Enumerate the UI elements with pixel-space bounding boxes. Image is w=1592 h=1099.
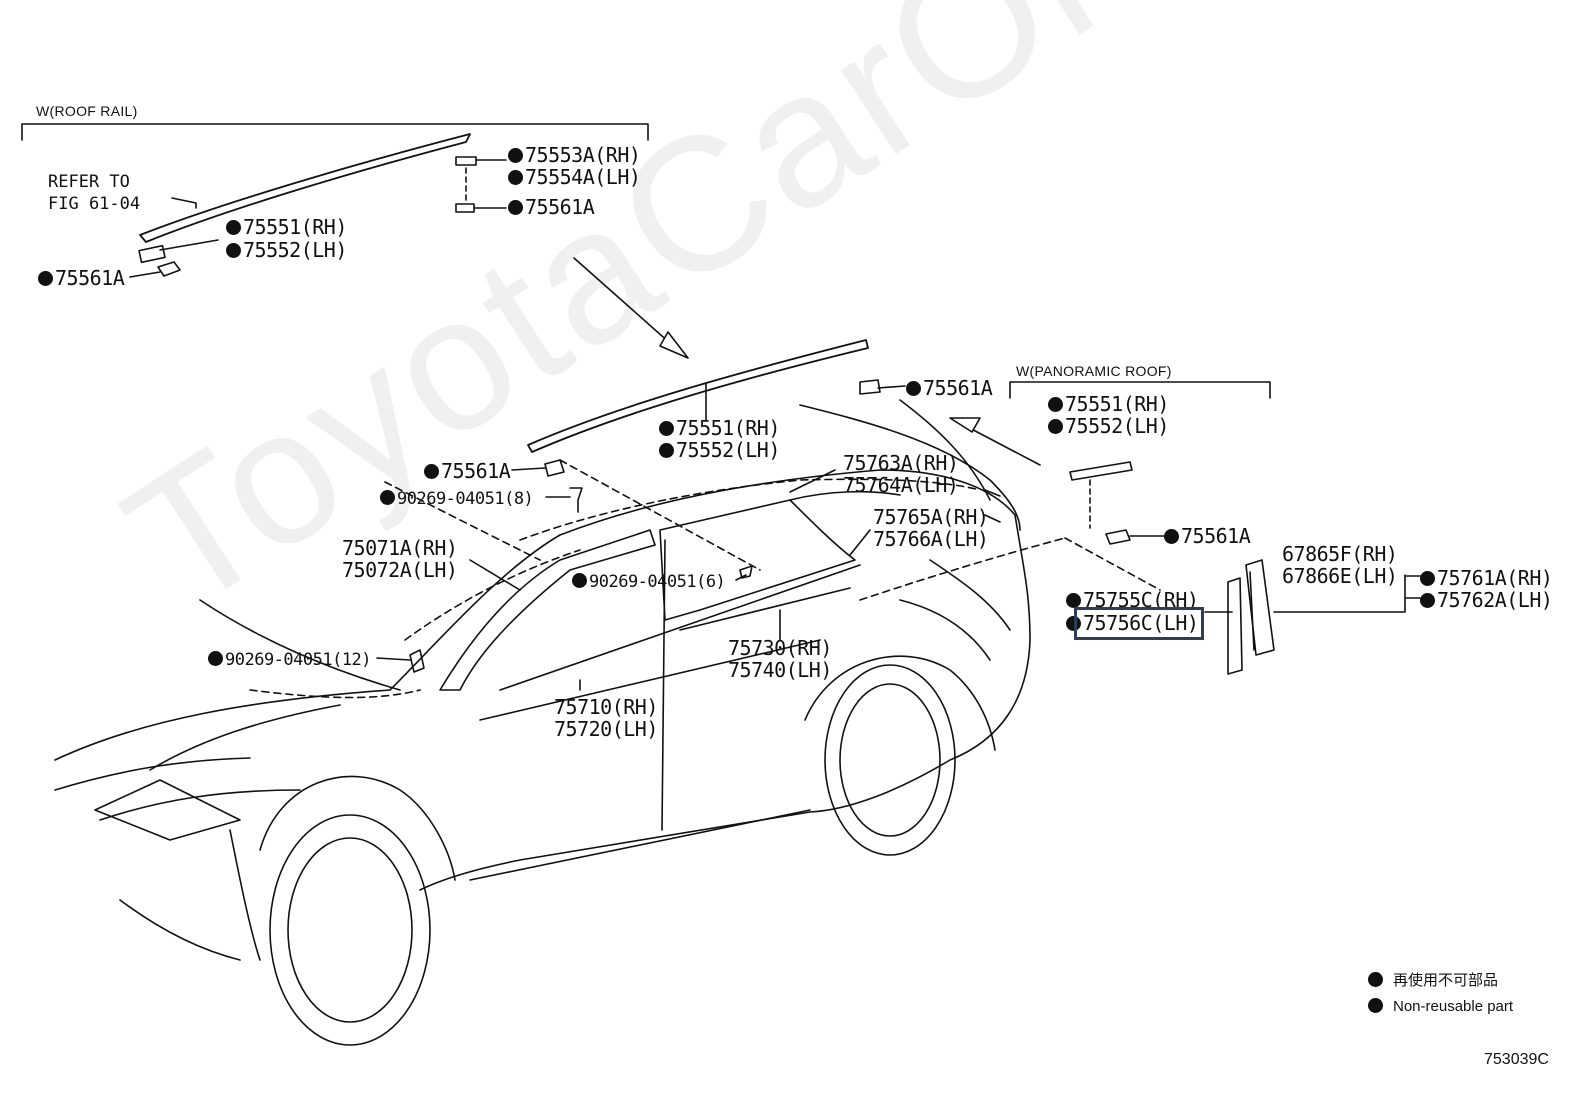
non-reusable-dot-icon	[572, 573, 587, 588]
part-label[interactable]: 75561A	[424, 461, 511, 481]
reference-line-1: REFER TO	[48, 172, 130, 192]
non-reusable-dot-icon	[1420, 593, 1435, 608]
non-reusable-dot-icon	[659, 443, 674, 458]
part-label[interactable]: 75766A(LH)	[873, 527, 989, 551]
non-reusable-dot-icon	[508, 200, 523, 215]
part-label[interactable]: 75561A	[508, 197, 595, 217]
reference-line-2: FIG 61-04	[48, 194, 141, 214]
reference-note: REFER TO FIG 61-04	[48, 171, 140, 215]
front-window	[439, 529, 656, 691]
non-reusable-dot-icon	[1368, 998, 1383, 1013]
part-label[interactable]: 75763A(RH)	[843, 451, 959, 475]
section-panoramic-roof: W(PANORAMIC ROOF)	[1016, 363, 1172, 379]
part-label[interactable]: 75762A(LH)	[1420, 590, 1553, 610]
part-label[interactable]: 75730(RH)	[728, 636, 832, 660]
part-label[interactable]: 75554A(LH)	[508, 167, 641, 187]
roof-rail-bracket	[21, 123, 649, 141]
part-label[interactable]: 75551(RH)	[1048, 394, 1169, 414]
non-reusable-dot-icon	[508, 148, 523, 163]
part-label[interactable]: 75561A	[38, 268, 125, 288]
non-reusable-dot-icon	[1164, 529, 1179, 544]
part-label[interactable]: 75551(RH)	[659, 418, 780, 438]
non-reusable-dot-icon	[424, 464, 439, 479]
non-reusable-dot-icon	[1420, 571, 1435, 586]
part-label[interactable]: 75765A(RH)	[873, 505, 989, 529]
part-label[interactable]: 75072A(LH)	[342, 558, 458, 582]
rear-wheel	[824, 664, 956, 856]
part-label[interactable]: 75561A	[1164, 526, 1251, 546]
pointer-arrow-1	[573, 257, 681, 353]
rear-window	[659, 499, 856, 621]
part-label[interactable]: 75561A	[906, 378, 993, 398]
car-roof-rail	[527, 339, 869, 453]
part-label[interactable]: 90269-04051(8)	[380, 490, 534, 508]
non-reusable-dot-icon	[226, 243, 241, 258]
non-reusable-dot-icon	[226, 220, 241, 235]
non-reusable-dot-icon	[1048, 419, 1063, 434]
front-wheel	[269, 814, 431, 1046]
part-label[interactable]: 67866E(LH)	[1282, 564, 1398, 588]
part-label[interactable]: 90269-04051(6)	[572, 573, 726, 591]
legend-en: Non-reusable part	[1368, 998, 1513, 1014]
part-label[interactable]: 75551(RH)	[226, 217, 347, 237]
car-body	[54, 469, 1031, 891]
panoramic-roof-bracket	[1009, 381, 1271, 399]
non-reusable-dot-icon	[1368, 972, 1383, 987]
non-reusable-dot-icon	[1066, 616, 1081, 631]
part-label[interactable]: 75720(LH)	[554, 717, 658, 741]
part-label[interactable]: 75552(LH)	[1048, 416, 1169, 436]
figure-code: 753039C	[1484, 1051, 1549, 1068]
non-reusable-dot-icon	[208, 651, 223, 666]
part-label[interactable]: 75755C(RH)	[1066, 590, 1199, 610]
pillar-garnish-left	[1227, 577, 1243, 675]
part-label-selected[interactable]: 75756C(LH)	[1066, 613, 1199, 633]
non-reusable-dot-icon	[659, 421, 674, 436]
top-roof-rail	[139, 133, 471, 243]
part-label[interactable]: 75071A(RH)	[342, 536, 458, 560]
part-label[interactable]: 75552(LH)	[659, 440, 780, 460]
part-label[interactable]: 75552(LH)	[226, 240, 347, 260]
non-reusable-dot-icon	[1048, 397, 1063, 412]
part-label[interactable]: 90269-04051(12)	[208, 651, 372, 669]
part-label[interactable]: 75761A(RH)	[1420, 568, 1553, 588]
non-reusable-dot-icon	[380, 490, 395, 505]
part-label[interactable]: 75740(LH)	[728, 658, 832, 682]
non-reusable-dot-icon	[508, 170, 523, 185]
selected-part-highlight	[1074, 607, 1204, 640]
part-label[interactable]: 75764A(LH)	[843, 473, 959, 497]
non-reusable-dot-icon	[38, 271, 53, 286]
part-label[interactable]: 75553A(RH)	[508, 145, 641, 165]
non-reusable-dot-icon	[1066, 593, 1081, 608]
section-roof-rail: W(ROOF RAIL)	[36, 103, 138, 119]
part-label[interactable]: 75710(RH)	[554, 695, 658, 719]
non-reusable-dot-icon	[906, 381, 921, 396]
part-label[interactable]: 67865F(RH)	[1282, 542, 1398, 566]
legend-jp: 再使用不可部品	[1368, 972, 1498, 988]
